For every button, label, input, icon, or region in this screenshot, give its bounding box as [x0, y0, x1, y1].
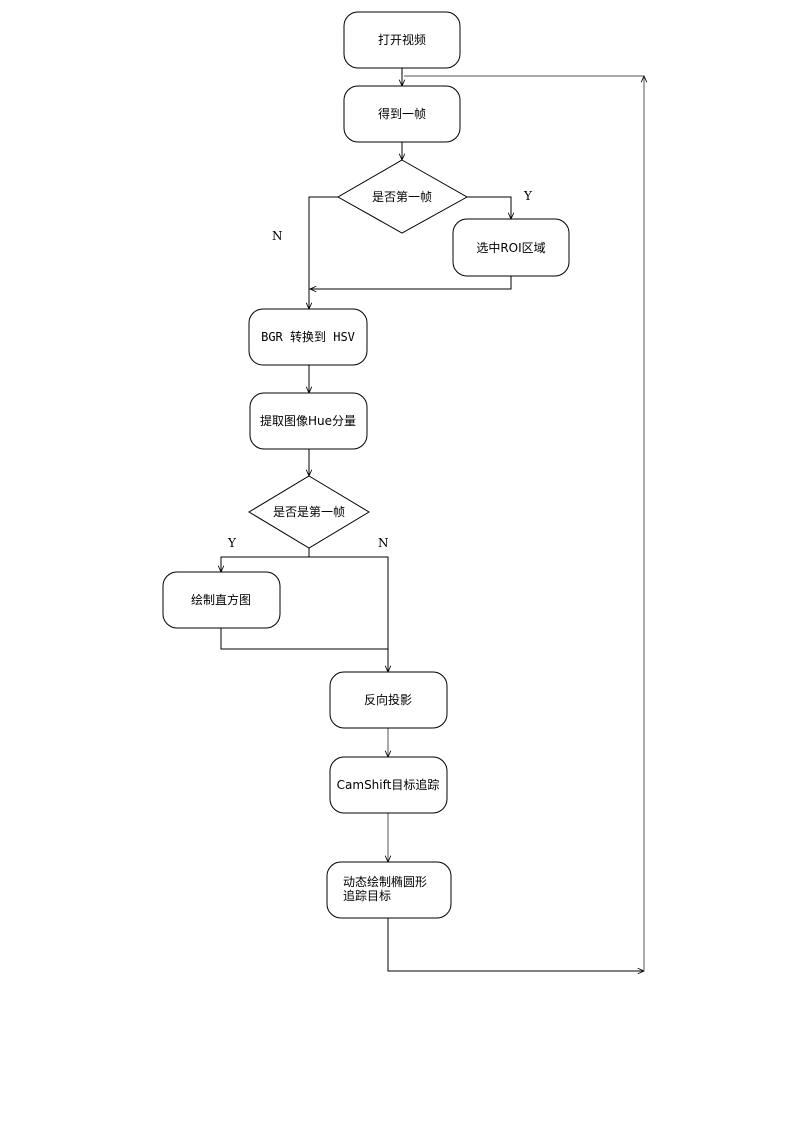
node-back-projection: 反向投影 [329, 671, 448, 729]
node-select-roi: 选中ROI区域 [452, 218, 570, 277]
edge-label-second-no: N [378, 536, 389, 550]
edge-label-second-yes: Y [227, 536, 237, 550]
node-draw-ellipse: 动态绘制椭圆形 追踪目标 [326, 861, 452, 919]
node-draw-histogram: 绘制直方图 [162, 571, 281, 629]
camshift-track-label: CamShift目标追踪 [337, 777, 440, 792]
edge-hist-to-backproj [220, 628, 388, 650]
back-projection-label: 反向投影 [364, 692, 412, 707]
select-roi-label: 选中ROI区域 [476, 240, 545, 255]
node-open-video: 打开视频 [343, 11, 461, 69]
edge-ellipse-to-loop [387, 918, 644, 971]
edge-decision2-no [309, 556, 388, 672]
open-video-label: 打开视频 [378, 32, 426, 47]
decision-first-frame: 是否第一帧 [336, 159, 469, 234]
edge-roi-to-merge [310, 276, 512, 289]
decision-is-first-frame: 是否是第一帧 [248, 475, 370, 549]
get-frame-label: 得到一帧 [378, 106, 426, 121]
edge-decision1-yes [467, 196, 511, 219]
edge-label-first-no: N [272, 229, 283, 243]
node-extract-hue: 提取图像Hue分量 [249, 392, 368, 450]
node-get-frame: 得到一帧 [343, 85, 461, 143]
draw-ellipse-label-line2: 追踪目标 [343, 888, 391, 903]
node-bgr-to-hsv: BGR 转换到 HSV [248, 308, 368, 366]
extract-hue-label: 提取图像Hue分量 [260, 413, 356, 428]
decision-first-frame-label: 是否第一帧 [372, 190, 432, 204]
edge-decision1-no [309, 196, 338, 309]
edge-decision2-yes [221, 548, 310, 572]
draw-histogram-label: 绘制直方图 [191, 592, 251, 607]
bgr-to-hsv-label: BGR 转换到 HSV [261, 329, 355, 344]
decision-is-first-frame-label: 是否是第一帧 [273, 505, 345, 519]
draw-ellipse-label-line1: 动态绘制椭圆形 [343, 874, 427, 889]
connectors [221, 68, 644, 971]
edge-label-first-yes: Y [523, 189, 533, 203]
node-camshift-track: CamShift目标追踪 [329, 756, 448, 814]
